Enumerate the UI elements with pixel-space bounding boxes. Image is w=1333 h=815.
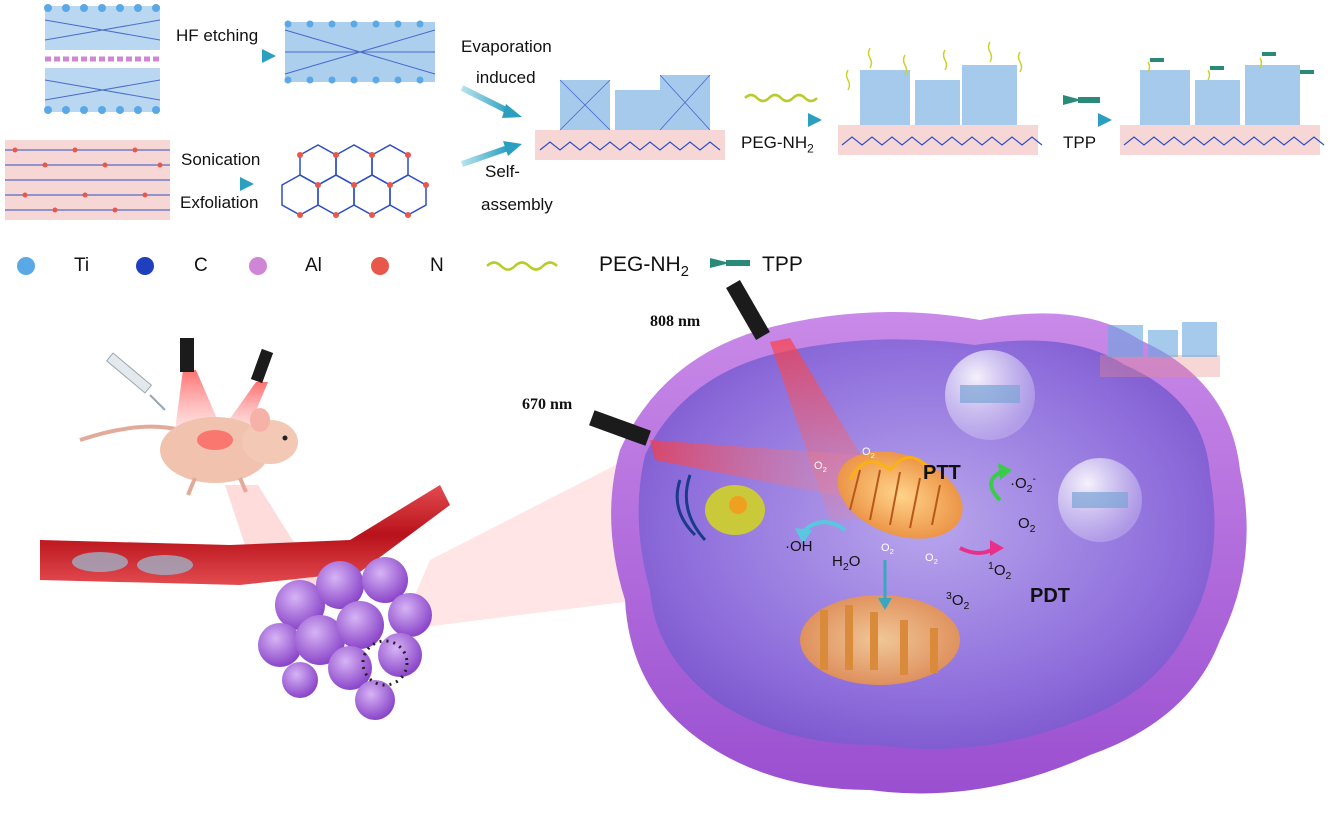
blood-vessel bbox=[40, 485, 450, 585]
gcn-nanosheet bbox=[281, 144, 427, 216]
o2-bubble-label: O2 bbox=[925, 552, 938, 567]
c-legend-label: C bbox=[194, 255, 208, 276]
tpp-icon bbox=[1063, 95, 1100, 105]
targeted-nanosheet bbox=[1100, 322, 1220, 377]
laser-670-device-icon bbox=[589, 410, 651, 446]
evaporation-arrow bbox=[460, 85, 512, 115]
damaged-mitochondrion bbox=[800, 595, 960, 685]
sonication-label: Sonication bbox=[181, 150, 261, 169]
peg-composite bbox=[838, 41, 1043, 155]
al-legend-label: Al bbox=[305, 255, 322, 276]
o2-bubble-label: O2 bbox=[881, 542, 894, 557]
singlet-oxygen-label: 1O2 bbox=[988, 560, 1012, 582]
tpp-legend-icon bbox=[710, 258, 750, 268]
peg-nh2-step-label: PEG-NH2 bbox=[741, 133, 814, 156]
legend bbox=[17, 257, 750, 275]
hydroxyl-radical-label: ·OH bbox=[785, 538, 813, 555]
induced-label: induced bbox=[476, 68, 536, 87]
oxygen-label: O2 bbox=[1018, 515, 1036, 535]
c-legend-swatch bbox=[136, 257, 154, 275]
ptt-label: PTT bbox=[923, 462, 961, 484]
laser-808-device-icon bbox=[726, 280, 770, 340]
nanosheet-vesicle bbox=[945, 350, 1142, 542]
self-label: Self- bbox=[485, 162, 520, 181]
tpp-peg-composite bbox=[1120, 52, 1325, 155]
hf-etching-label: HF etching bbox=[176, 26, 259, 45]
ti-legend-label: Ti bbox=[74, 255, 90, 276]
peg-legend-icon bbox=[486, 261, 558, 271]
mitochondrion bbox=[837, 451, 963, 539]
ti-legend-swatch bbox=[17, 257, 35, 275]
tpp-legend-label: TPP bbox=[762, 253, 803, 276]
n-legend-label: N bbox=[430, 255, 444, 276]
tumor-cluster bbox=[258, 557, 432, 720]
water-label: H2O bbox=[832, 553, 861, 573]
bulk-gcn-structure bbox=[5, 140, 170, 220]
self-assembly-arrow bbox=[461, 145, 509, 167]
o2-bubble-label: O2 bbox=[862, 446, 875, 461]
peg-wave-icon bbox=[744, 93, 818, 103]
triplet-oxygen-label: 3O2 bbox=[946, 590, 970, 612]
cancer-cell bbox=[611, 312, 1247, 794]
laser-device-icon bbox=[180, 338, 274, 384]
nucleus bbox=[675, 474, 765, 542]
syringe-icon bbox=[105, 352, 166, 411]
peg-legend-label: PEG-NH2 bbox=[599, 253, 689, 281]
exfoliation-label: Exfoliation bbox=[180, 193, 259, 212]
tpp-step-label: TPP bbox=[1063, 133, 1097, 152]
mxene-multilayer bbox=[284, 20, 436, 84]
laser-808-label: 808 nm bbox=[650, 313, 701, 330]
laser-670-label: 670 nm bbox=[522, 396, 573, 413]
n-legend-swatch bbox=[371, 257, 389, 275]
max-phase-structure bbox=[44, 4, 161, 114]
o2-bubble-label: O2 bbox=[814, 460, 827, 475]
pdt-label: PDT bbox=[1030, 585, 1070, 607]
superoxide-label: ·O2- bbox=[1010, 473, 1037, 495]
mouse-illustration bbox=[79, 408, 298, 496]
mxene-gcn-composite bbox=[535, 74, 725, 160]
assembly-label: assembly bbox=[481, 195, 553, 214]
evaporation-label: Evaporation bbox=[461, 37, 552, 56]
al-legend-swatch bbox=[249, 257, 267, 275]
